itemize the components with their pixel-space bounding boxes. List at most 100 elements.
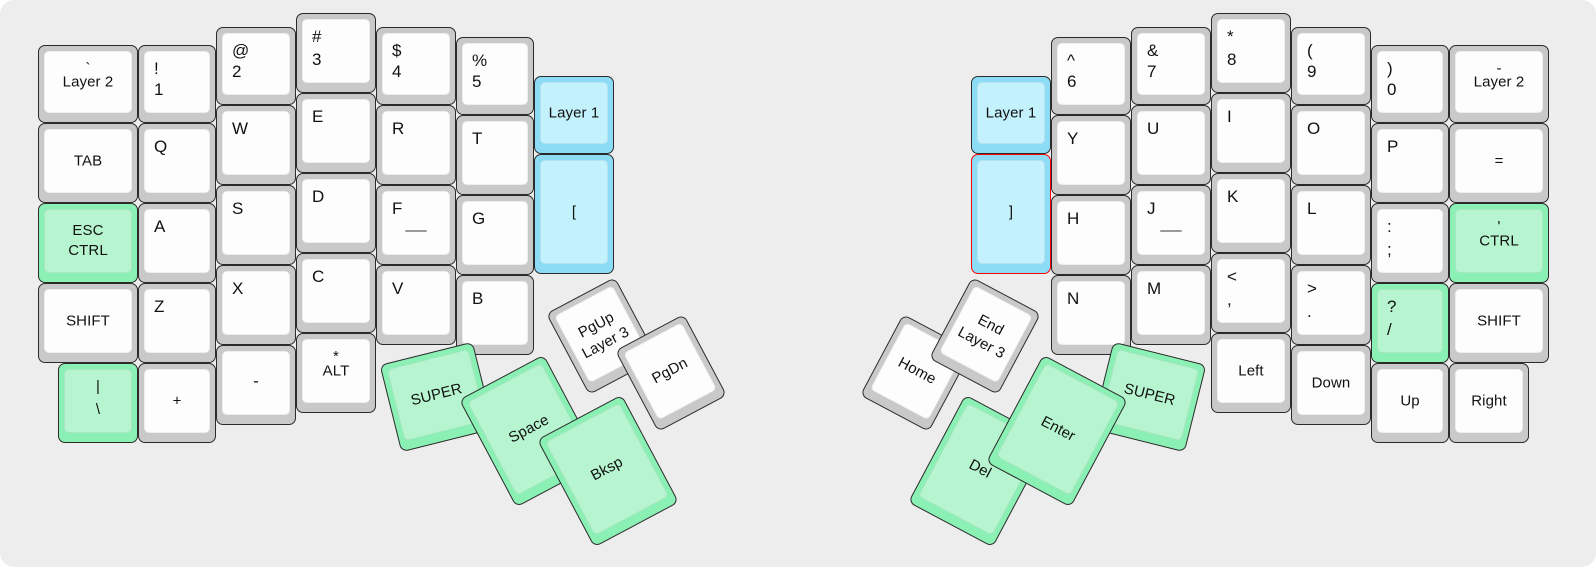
key-r-h[interactable]: H	[1051, 195, 1131, 275]
legend-base: End Layer 3	[955, 311, 1008, 363]
key-r-m[interactable]: M	[1131, 265, 1211, 345]
keycap-surface: V	[382, 271, 450, 335]
key-r-o[interactable]: O	[1291, 105, 1371, 185]
key-r-left[interactable]: Left	[1211, 333, 1291, 413]
key-r-8[interactable]: *8	[1211, 13, 1291, 93]
legend-base: 3	[312, 50, 322, 69]
legend-base: Layer 1	[548, 104, 600, 122]
key-l-5[interactable]: %5	[456, 37, 534, 115]
legend-base: ESC CTRL	[68, 222, 108, 259]
key-l-layer1[interactable]: Layer 1	[534, 76, 614, 154]
key-r-shift[interactable]: SHIFT	[1449, 283, 1549, 363]
key-l-lbracket[interactable]: [	[534, 154, 614, 274]
key-l-x[interactable]: X	[216, 265, 296, 345]
legend-shifted: >	[1307, 279, 1318, 298]
legend-base: F	[392, 199, 403, 218]
key-r-rbracket[interactable]: ]	[971, 154, 1051, 274]
key-l-minus[interactable]: -	[216, 345, 296, 425]
key-l-layer2[interactable]: `Layer 2	[38, 45, 138, 123]
keycap-surface: -Layer 2	[1455, 51, 1543, 113]
key-r-6[interactable]: ^6	[1051, 37, 1131, 115]
key-l-d[interactable]: D	[296, 173, 376, 253]
legend-base: 4	[392, 62, 402, 81]
key-l-r[interactable]: R	[376, 105, 456, 185]
key-l-2[interactable]: @2	[216, 27, 296, 105]
key-l-f[interactable]: F	[376, 185, 456, 265]
key-r-0[interactable]: )0	[1371, 45, 1449, 123]
legend-base: CTRL	[1479, 232, 1519, 250]
legend-base: [	[571, 203, 577, 221]
key-l-alt[interactable]: *ALT	[296, 333, 376, 413]
key-r-slash[interactable]: ?/	[1371, 283, 1449, 363]
key-l-q[interactable]: Q	[138, 123, 216, 203]
key-l-pipe[interactable]: |\	[58, 363, 138, 443]
key-l-w[interactable]: W	[216, 105, 296, 185]
key-r-p[interactable]: P	[1371, 123, 1449, 203]
legend-base: S	[232, 199, 244, 218]
legend-base: H	[1067, 209, 1080, 228]
key-l-3[interactable]: #3	[296, 13, 376, 93]
key-l-v[interactable]: V	[376, 265, 456, 345]
key-r-comma[interactable]: <,	[1211, 253, 1291, 333]
legend-shifted: :	[1387, 217, 1392, 236]
key-l-plus[interactable]: +	[138, 363, 216, 443]
key-r-right[interactable]: Right	[1449, 363, 1529, 443]
key-r-l[interactable]: L	[1291, 185, 1371, 265]
key-r-layer2[interactable]: -Layer 2	[1449, 45, 1549, 123]
key-l-a[interactable]: A	[138, 203, 216, 283]
key-r-equal[interactable]: =	[1449, 123, 1549, 203]
key-r-j[interactable]: J	[1131, 185, 1211, 265]
key-r-i[interactable]: I	[1211, 93, 1291, 173]
keycap-surface: !1	[144, 51, 210, 113]
legend-base: O	[1307, 119, 1321, 138]
key-r-layer1[interactable]: Layer 1	[971, 76, 1051, 154]
legend-base: 8	[1227, 50, 1237, 69]
key-r-k[interactable]: K	[1211, 173, 1291, 253]
legend-shifted: `	[85, 60, 91, 77]
keycap-surface: Layer 1	[540, 82, 608, 144]
keycap-surface: H	[1057, 201, 1125, 265]
legend-base: =	[1494, 152, 1504, 170]
legend-shifted: #	[312, 27, 322, 46]
key-r-9[interactable]: (9	[1291, 27, 1371, 105]
key-r-7[interactable]: &7	[1131, 27, 1211, 105]
keycap-surface: K	[1217, 179, 1285, 243]
key-l-b[interactable]: B	[456, 275, 534, 355]
keycap-surface: End Layer 3	[938, 285, 1033, 384]
keycap-surface: *ALT	[302, 339, 370, 403]
legend-base: Layer 2	[1473, 73, 1525, 91]
keycap-surface: <,	[1217, 259, 1285, 323]
key-l-t[interactable]: T	[456, 115, 534, 195]
keycap-surface: +	[144, 369, 210, 433]
key-l-g[interactable]: G	[456, 195, 534, 275]
keycap-surface: D	[302, 179, 370, 243]
key-l-4[interactable]: $4	[376, 27, 456, 105]
key-r-ctrl[interactable]: 'CTRL	[1449, 203, 1549, 283]
key-r-up[interactable]: Up	[1371, 363, 1449, 443]
key-r-colon[interactable]: :;	[1371, 203, 1449, 283]
keycap-surface: Down	[1297, 351, 1365, 415]
key-l-e[interactable]: E	[296, 93, 376, 173]
key-l-esc[interactable]: ESC CTRL	[38, 203, 138, 283]
keycap-surface: U	[1137, 111, 1205, 175]
key-l-c[interactable]: C	[296, 253, 376, 333]
legend-shifted: (	[1307, 41, 1313, 60]
key-l-z[interactable]: Z	[138, 283, 216, 363]
keycap-surface: M	[1137, 271, 1205, 335]
key-l-shift[interactable]: SHIFT	[38, 283, 138, 363]
keycap-surface: T	[462, 121, 528, 185]
key-r-period[interactable]: >.	[1291, 265, 1371, 345]
key-r-u[interactable]: U	[1131, 105, 1211, 185]
key-r-y[interactable]: Y	[1051, 115, 1131, 195]
legend-base: ALT	[322, 362, 350, 380]
keycap-surface: Z	[144, 289, 210, 353]
key-l-s[interactable]: S	[216, 185, 296, 265]
key-r-down[interactable]: Down	[1291, 345, 1371, 425]
legend-base: PgDn	[649, 354, 691, 388]
legend-base: SHIFT	[66, 312, 110, 330]
key-l-1[interactable]: !1	[138, 45, 216, 123]
key-r-n[interactable]: N	[1051, 275, 1131, 355]
legend-shifted: %	[472, 51, 488, 70]
key-l-tab[interactable]: TAB	[38, 123, 138, 203]
keycap-surface: W	[222, 111, 290, 175]
